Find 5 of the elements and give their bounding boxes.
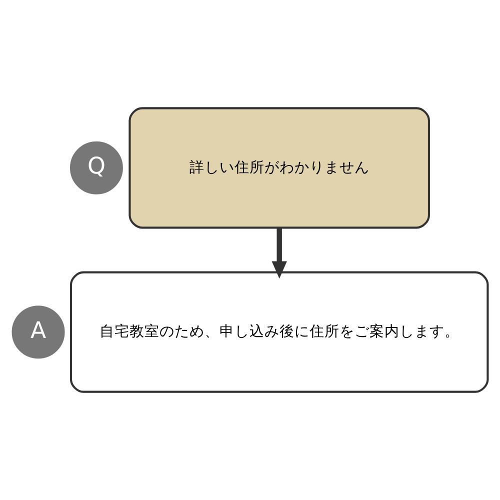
node-box: 自宅教室のため、申し込み後に住所をご案内します。 — [70, 271, 489, 393]
node-circle: A — [12, 306, 65, 359]
node-box: 詳しい住所がわかりません — [128, 107, 430, 229]
arrow — [272, 228, 287, 279]
node-circle: Q — [70, 141, 123, 194]
